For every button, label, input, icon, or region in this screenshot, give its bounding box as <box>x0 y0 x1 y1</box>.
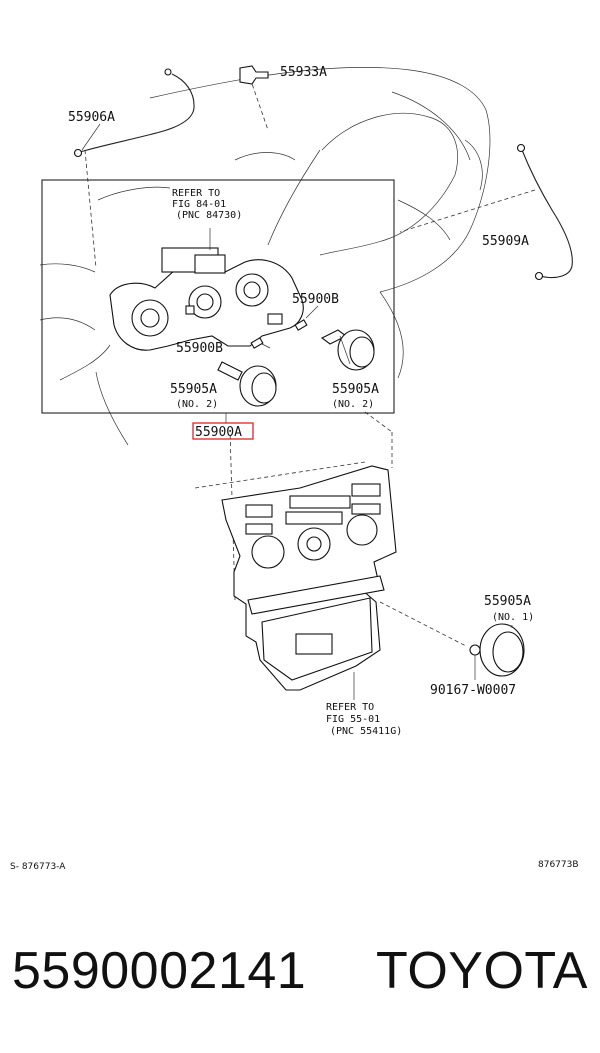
refer-a-line2: FIG 84-01 <box>172 199 226 210</box>
refer-b-line3: (PNC 55411G) <box>330 726 402 737</box>
control-unit <box>109 228 304 351</box>
label-55905a-left: 55905A <box>170 382 217 397</box>
refer-a-line1: REFER TO <box>172 188 220 199</box>
part-number: 5590002141 <box>12 942 307 1000</box>
pin-55900b <box>250 305 319 349</box>
brand-name: TOYOTA <box>376 942 588 1000</box>
highlight-55900a <box>192 422 254 440</box>
refer-b-line2: FIG 55-01 <box>326 714 380 725</box>
label-55900b-lower: 55900B <box>176 341 223 356</box>
screw-90167 <box>469 644 481 680</box>
label-no2-left: (NO. 2) <box>176 399 218 410</box>
bezel-panel <box>221 465 397 700</box>
label-55905a-lower: 55905A <box>484 594 531 609</box>
label-no1: (NO. 1) <box>492 612 534 623</box>
label-55900b-upper: 55900B <box>292 292 339 307</box>
label-90167: 90167-W0007 <box>430 683 516 698</box>
label-55933a: 55933A <box>280 65 327 80</box>
refer-a-line3: (PNC 84730) <box>176 210 242 221</box>
clip-55933a <box>239 65 269 85</box>
cable-55906a <box>73 68 195 158</box>
footer: 5590002141 TOYOTA <box>0 935 600 1015</box>
assembly-box <box>41 179 395 414</box>
label-55900a: 55900A <box>195 425 242 440</box>
refer-b-line1: REFER TO <box>326 702 374 713</box>
label-55905a-right: 55905A <box>332 382 379 397</box>
label-55906a: 55906A <box>68 110 115 125</box>
code-right: 876773B <box>538 860 579 870</box>
label-55909a: 55909A <box>482 234 529 249</box>
code-left: S- 876773-A <box>10 862 66 872</box>
dashboard-outline <box>39 66 491 446</box>
label-no2-right: (NO. 2) <box>332 399 374 410</box>
knob-55905a-no2-right <box>320 329 375 371</box>
knob-55905a-no2-left <box>217 361 277 407</box>
cable-55909a <box>516 143 573 281</box>
knob-55905a-no1 <box>479 623 525 677</box>
